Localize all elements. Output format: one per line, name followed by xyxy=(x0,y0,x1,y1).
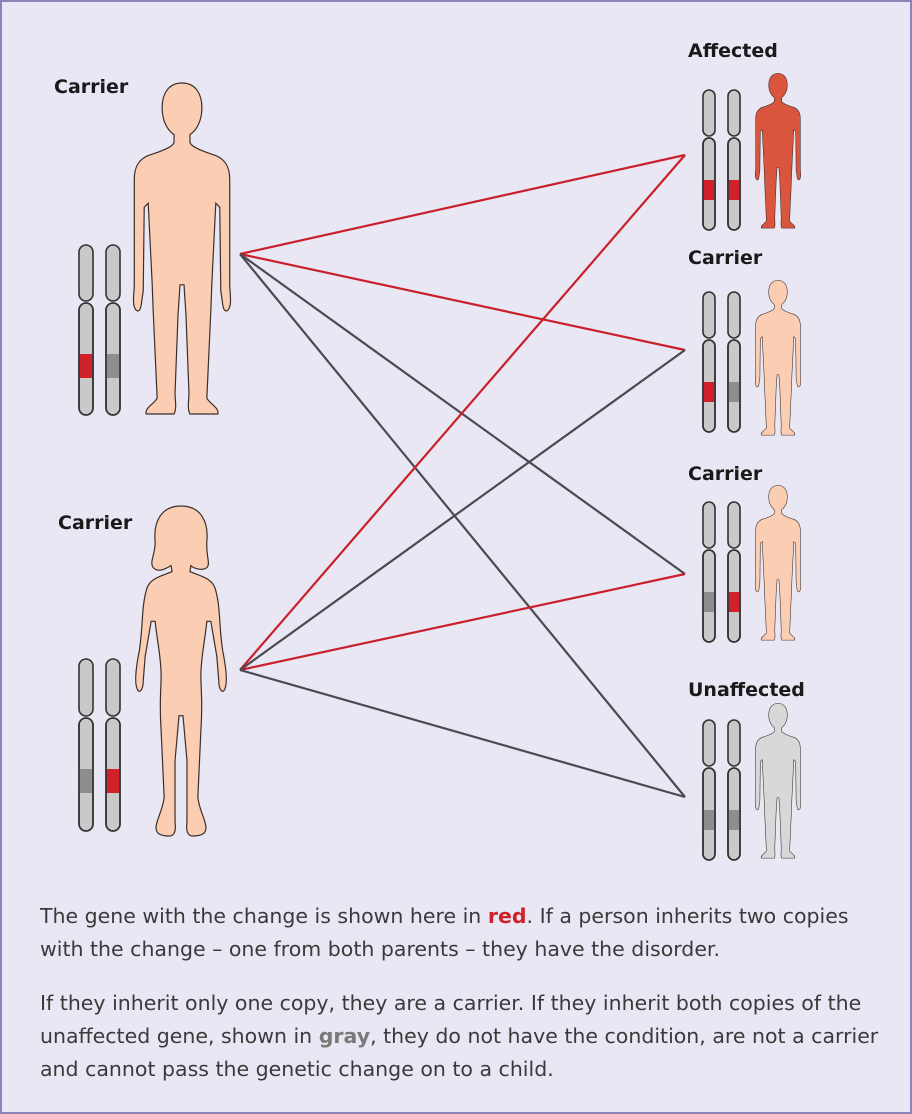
child-figure-2 xyxy=(755,280,800,435)
chromosome xyxy=(106,245,120,415)
changed-gene-line xyxy=(240,155,685,670)
unchanged-gene-band xyxy=(704,592,714,612)
chromosome xyxy=(703,502,715,642)
unchanged-gene-line xyxy=(240,670,685,797)
child-figure-3 xyxy=(755,485,800,640)
diagram-art xyxy=(2,2,912,882)
unchanged-gene-band xyxy=(80,769,92,793)
caption-paragraph-2: If they inherit only one copy, they are … xyxy=(40,987,880,1086)
father-chromosome-pair xyxy=(79,245,120,415)
chromosome xyxy=(728,502,740,642)
unchanged-gene-band xyxy=(704,810,714,830)
chromosome xyxy=(106,659,120,831)
caption-red-word: red xyxy=(488,904,527,928)
chromosome xyxy=(703,720,715,860)
child-label-carrier-1: Carrier xyxy=(688,247,762,269)
chromosome xyxy=(703,292,715,432)
chromosome xyxy=(728,90,740,230)
changed-gene-band xyxy=(704,180,714,200)
changed-gene-band xyxy=(729,180,739,200)
caption-text: The gene with the change is shown here i… xyxy=(40,904,488,928)
chromosome xyxy=(703,90,715,230)
child-chromosome-pair-4 xyxy=(703,720,740,860)
chromosome xyxy=(79,245,93,415)
child-chromosome-pair-1 xyxy=(703,90,740,230)
changed-gene-band xyxy=(80,354,92,378)
mother-figure xyxy=(136,506,227,836)
unchanged-gene-band xyxy=(729,810,739,830)
child-chromosome-pair-3 xyxy=(703,502,740,642)
father-figure xyxy=(133,83,230,414)
child-chromosome-pair-2 xyxy=(703,292,740,432)
changed-gene-band xyxy=(704,382,714,402)
parent-figures xyxy=(133,83,230,836)
changed-gene-band xyxy=(107,769,119,793)
child-label-carrier-2: Carrier xyxy=(688,463,762,485)
parent-label-father: Carrier xyxy=(54,76,128,98)
child-figure-1 xyxy=(755,73,800,228)
unchanged-gene-band xyxy=(729,382,739,402)
child-label-unaffected: Unaffected xyxy=(688,679,805,701)
chromosome xyxy=(728,292,740,432)
caption-paragraph-1: The gene with the change is shown here i… xyxy=(40,900,880,966)
parent-label-mother: Carrier xyxy=(58,512,132,534)
child-label-affected: Affected xyxy=(688,40,778,62)
caption-gray-word: gray xyxy=(319,1024,370,1048)
chromosome xyxy=(79,659,93,831)
child-figure-4 xyxy=(755,703,800,858)
changed-gene-band xyxy=(729,592,739,612)
unchanged-gene-band xyxy=(107,354,119,378)
mother-chromosome-pair xyxy=(79,659,120,831)
chromosome xyxy=(728,720,740,860)
inheritance-lines xyxy=(240,155,685,797)
changed-gene-line xyxy=(240,155,685,254)
